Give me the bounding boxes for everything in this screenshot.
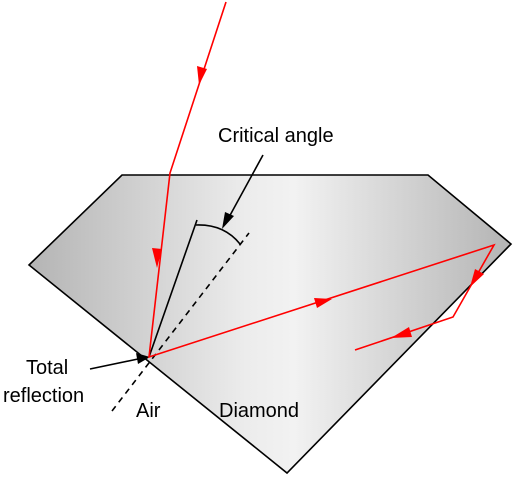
ray-arrow-refracted <box>152 248 162 268</box>
critical-angle-label: Critical angle <box>218 125 334 147</box>
critical-angle-pointer <box>227 154 264 220</box>
ray-arrow-exit <box>391 327 412 338</box>
total-reflection-label-line2: reflection <box>3 385 84 407</box>
total-reflection-label-line1: Total <box>26 357 68 379</box>
diamond-shape <box>27 174 513 475</box>
critical-angle-arrowhead <box>222 212 234 229</box>
critical-angle-arc <box>195 224 241 245</box>
critical-ray-line <box>148 219 198 358</box>
ray-arrow-reflected <box>314 298 332 308</box>
ray-arrow-second-reflection <box>470 269 484 287</box>
ray-arrow-incoming <box>197 66 207 85</box>
diamond-label: Diamond <box>219 400 299 422</box>
normal-dashed-line <box>111 232 250 412</box>
total-reflection-arrowhead <box>136 353 150 364</box>
air-label: Air <box>136 400 161 422</box>
total-reflection-pointer <box>89 358 139 370</box>
